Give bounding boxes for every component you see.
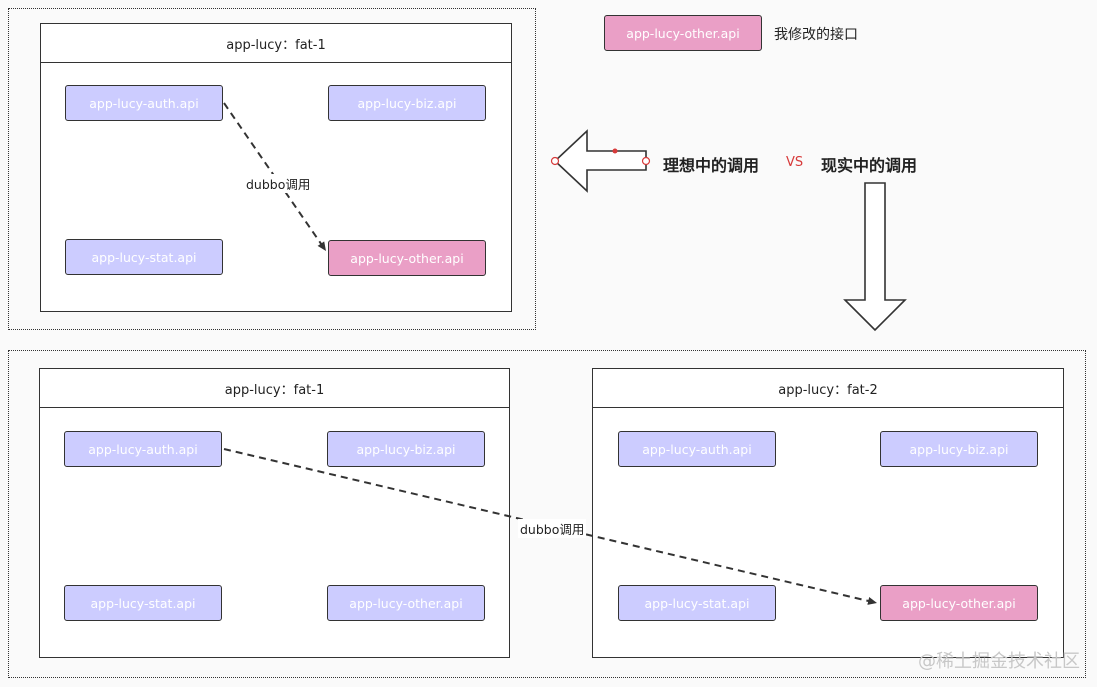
service-auth-api: app-lucy-auth.api bbox=[65, 85, 223, 121]
ideal-call-group bbox=[8, 8, 536, 330]
service-other-api: app-lucy-other.api bbox=[327, 585, 485, 621]
arrow-handle bbox=[550, 156, 560, 166]
service-biz-api: app-lucy-biz.api bbox=[328, 85, 486, 121]
ideal-call-label: 理想中的调用 bbox=[663, 156, 760, 175]
service-stat-api: app-lucy-stat.api bbox=[64, 585, 222, 621]
left-hollow-arrow bbox=[553, 129, 647, 193]
service-biz-api: app-lucy-biz.api bbox=[880, 431, 1038, 467]
watermark: @稀土掘金技术社区 bbox=[918, 651, 1080, 672]
legend-description: 我修改的接口 bbox=[774, 27, 858, 43]
service-auth-api: app-lucy-auth.api bbox=[618, 431, 776, 467]
arrow-handle bbox=[612, 148, 618, 154]
env-title: app-lucy：fat-2 bbox=[593, 369, 1063, 408]
arrow-handle bbox=[641, 156, 651, 166]
real-call-label: 现实中的调用 bbox=[821, 156, 918, 175]
service-other-api-modified: app-lucy-other.api bbox=[880, 585, 1038, 621]
real-call-group bbox=[8, 350, 1086, 678]
service-other-api-modified: app-lucy-other.api bbox=[328, 240, 486, 276]
real-dubbo-call-label: dubbo调用 bbox=[518, 519, 587, 538]
service-stat-api: app-lucy-stat.api bbox=[618, 585, 776, 621]
service-biz-api: app-lucy-biz.api bbox=[327, 431, 485, 467]
down-hollow-arrow bbox=[843, 182, 907, 332]
service-auth-api: app-lucy-auth.api bbox=[64, 431, 222, 467]
vs-label: VS bbox=[786, 155, 804, 170]
service-stat-api: app-lucy-stat.api bbox=[65, 239, 223, 275]
legend-swatch: app-lucy-other.api bbox=[604, 15, 762, 51]
env-title: app-lucy：fat-1 bbox=[41, 24, 511, 63]
ideal-dubbo-call-label: dubbo调用 bbox=[244, 174, 313, 193]
env-title: app-lucy：fat-1 bbox=[40, 369, 509, 408]
